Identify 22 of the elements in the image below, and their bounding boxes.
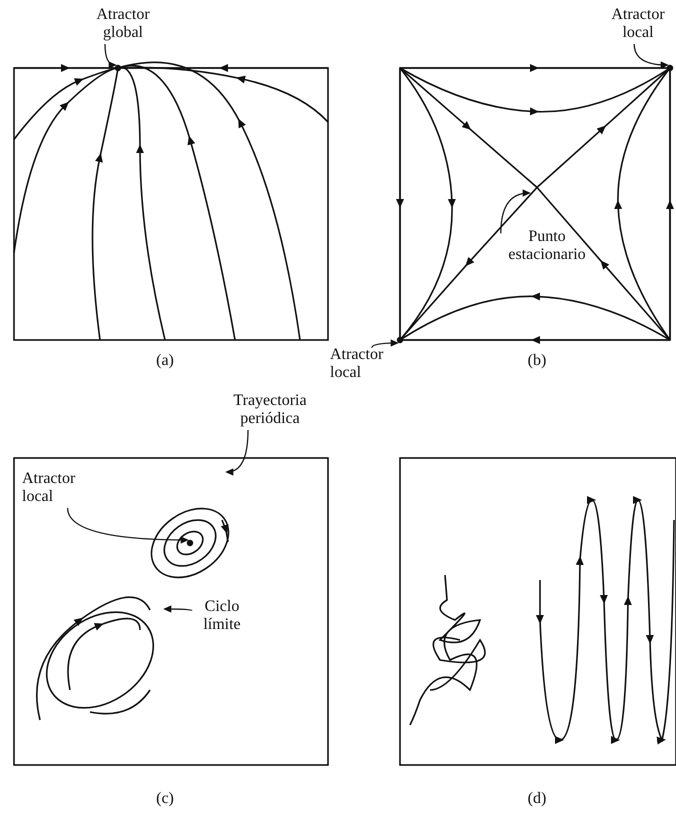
leader-line — [104, 44, 117, 68]
callout-label: Atractor global — [78, 6, 168, 42]
attractor-point — [666, 64, 674, 72]
leader-line — [67, 508, 189, 544]
callout-label: Atractor local — [330, 346, 406, 382]
panel-label: (a) — [155, 352, 175, 370]
leader-line — [163, 605, 192, 613]
callout-label: Ciclo límite — [192, 598, 252, 634]
callout-label: Trayectoria periódica — [215, 392, 325, 428]
panel-label: (c) — [155, 790, 175, 808]
attractor-point — [114, 64, 122, 72]
leader-line — [371, 339, 399, 348]
panel-label: (b) — [526, 352, 548, 370]
panel-label: (d) — [526, 790, 548, 808]
callout-label: Atractor local — [600, 6, 676, 42]
attractor-point — [186, 540, 194, 546]
callout-label: Punto estacionario — [492, 228, 602, 264]
leader-line — [500, 190, 531, 234]
callout-label: Atractor local — [22, 470, 98, 506]
attractor-point — [396, 336, 404, 344]
leader-line — [634, 44, 669, 68]
leader-line — [225, 430, 249, 476]
